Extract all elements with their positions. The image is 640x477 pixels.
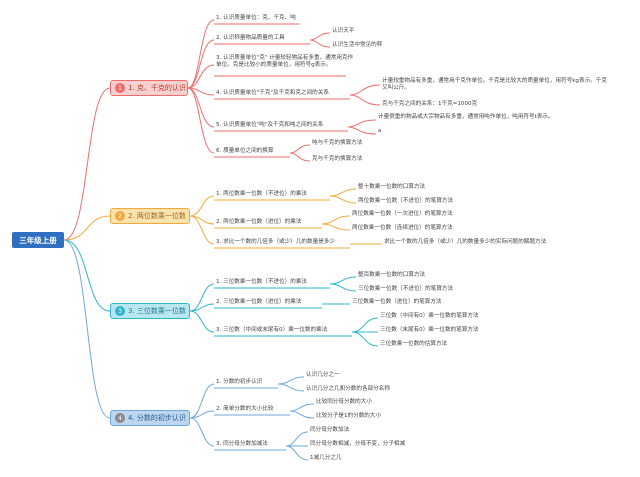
root-node[interactable]: 三年级上册 [12,232,64,248]
topic-node[interactable]: 3. 求比一个数的几倍多（或少）几的数量是多少 [216,239,335,245]
topic-node[interactable]: 3. 认识质量单位"克" 计量较轻物品有多重，通常用克作单位。克是比较小的质量单… [216,55,354,68]
branch-node-3[interactable]: 3 3. 三位数乘一位数 [110,303,190,319]
topic-node[interactable]: 1. 分数的初步认识 [216,379,263,385]
subtopic-node[interactable]: 两位数乘一位数（一次进位）的笔算方法 [352,211,453,217]
subtopic-node[interactable]: 整十数乘一位数的口算方法 [358,184,426,190]
subtopic-node[interactable]: a [378,128,382,134]
topic-node[interactable]: 2. 三位数乘一位数（进位）的乘法 [216,299,302,305]
number-badge-icon: 2 [115,211,125,221]
branch-label: 2. 两位数乘一位数 [128,212,186,220]
subtopic-node[interactable]: 三位数（末尾有0）乘一位数的笔算方法 [380,327,479,333]
topic-node[interactable]: 2. 简单分数的大小比较 [216,406,274,412]
topic-node[interactable]: 4. 认识质量单位"千克"及千克和克之间的关系 [216,90,329,96]
subtopic-node[interactable]: 计量很重的物品或大宗物品有多重，通常用吨作单位，吨用符号t表示。 [378,114,554,120]
topic-node[interactable]: 3. 同分母分数加减法 [216,441,268,447]
branch-node-1[interactable]: 1 1. 克、千克的认识 [110,80,188,96]
subtopic-node[interactable]: 同分母分数加法 [310,427,350,433]
subtopic-node[interactable]: 克与千克的换算方法 [312,156,363,162]
subtopic-node[interactable]: 求比一个数的几倍多（或少）几的数量多少的实际问题的解题方法 [384,239,547,245]
subtopic-node[interactable]: 吨与千克的换算方法 [312,140,363,146]
number-badge-icon: 1 [115,83,125,93]
subtopic-node[interactable]: 整百数乘一位数的口算方法 [358,272,426,278]
topic-node[interactable]: 2. 两位数乘一位数（进位）的乘法 [216,219,302,225]
topic-node[interactable]: 1. 认识质量单位：克、千克、吨 [216,15,296,21]
branch-node-4[interactable]: 4 4. 分数的初步认识 [110,410,190,426]
subtopic-node[interactable]: 认识天平 [332,28,355,34]
branch-node-2[interactable]: 2 2. 两位数乘一位数 [110,208,190,224]
subtopic-node[interactable]: 两位数乘一位数（不进位）的笔算方法 [358,198,454,204]
subtopic-node[interactable]: 同分母分数相减，分母不变，分子相减 [310,441,406,447]
topic-node[interactable]: 1. 三位数乘一位数（不进位）的乘法 [216,279,308,285]
branch-label: 1. 克、千克的认识 [128,84,186,92]
topic-node[interactable]: 3. 三位数（中间或末尾有0）乘一位数的乘法 [216,327,328,333]
topic-node[interactable]: 5. 认识质量单位"吨"及千克和吨之间的关系 [216,122,324,128]
subtopic-node[interactable]: 认识几分之一 [306,372,340,378]
subtopic-node[interactable]: 计量较重物品有多重，通常用千克作单位。千克是比较大的质量单位，用符号kg表示。千… [382,78,607,91]
branch-label: 4. 分数的初步认识 [128,414,186,422]
topic-node[interactable]: 6. 质量单位之间的换算 [216,148,274,154]
subtopic-node[interactable]: 认识生活中常见的秤 [332,42,383,48]
subtopic-node[interactable]: 1减几分之几 [310,455,342,461]
topic-node[interactable]: 2. 认识称量物品质量的工具 [216,35,285,41]
subtopic-node[interactable]: 三位数乘一位数（进位）的笔算方法 [352,299,442,305]
subtopic-node[interactable]: 克与千克之间的关系：1千克=1000克 [382,101,478,107]
subtopic-node[interactable]: 比较同分母分数的大小 [316,399,372,405]
number-badge-icon: 4 [115,413,125,423]
subtopic-node[interactable]: 两位数乘一位数（连续进位）的笔算方法 [352,225,453,231]
number-badge-icon: 3 [115,306,125,316]
subtopic-node[interactable]: 认识几分之几和分数的各部分名称 [306,386,390,392]
subtopic-node[interactable]: 三位数乘一位数（不进位）的笔算方法 [358,286,454,292]
subtopic-node[interactable]: 三位数（中间有0）乘一位数的笔算方法 [380,313,479,319]
subtopic-node[interactable]: 三位数乘一位数的估算方法 [380,341,448,347]
branch-label: 3. 三位数乘一位数 [128,307,186,315]
subtopic-node[interactable]: 比较分子是1的分数的大小 [316,413,382,419]
topic-node[interactable]: 1. 两位数乘一位数（不进位）的乘法 [216,191,308,197]
